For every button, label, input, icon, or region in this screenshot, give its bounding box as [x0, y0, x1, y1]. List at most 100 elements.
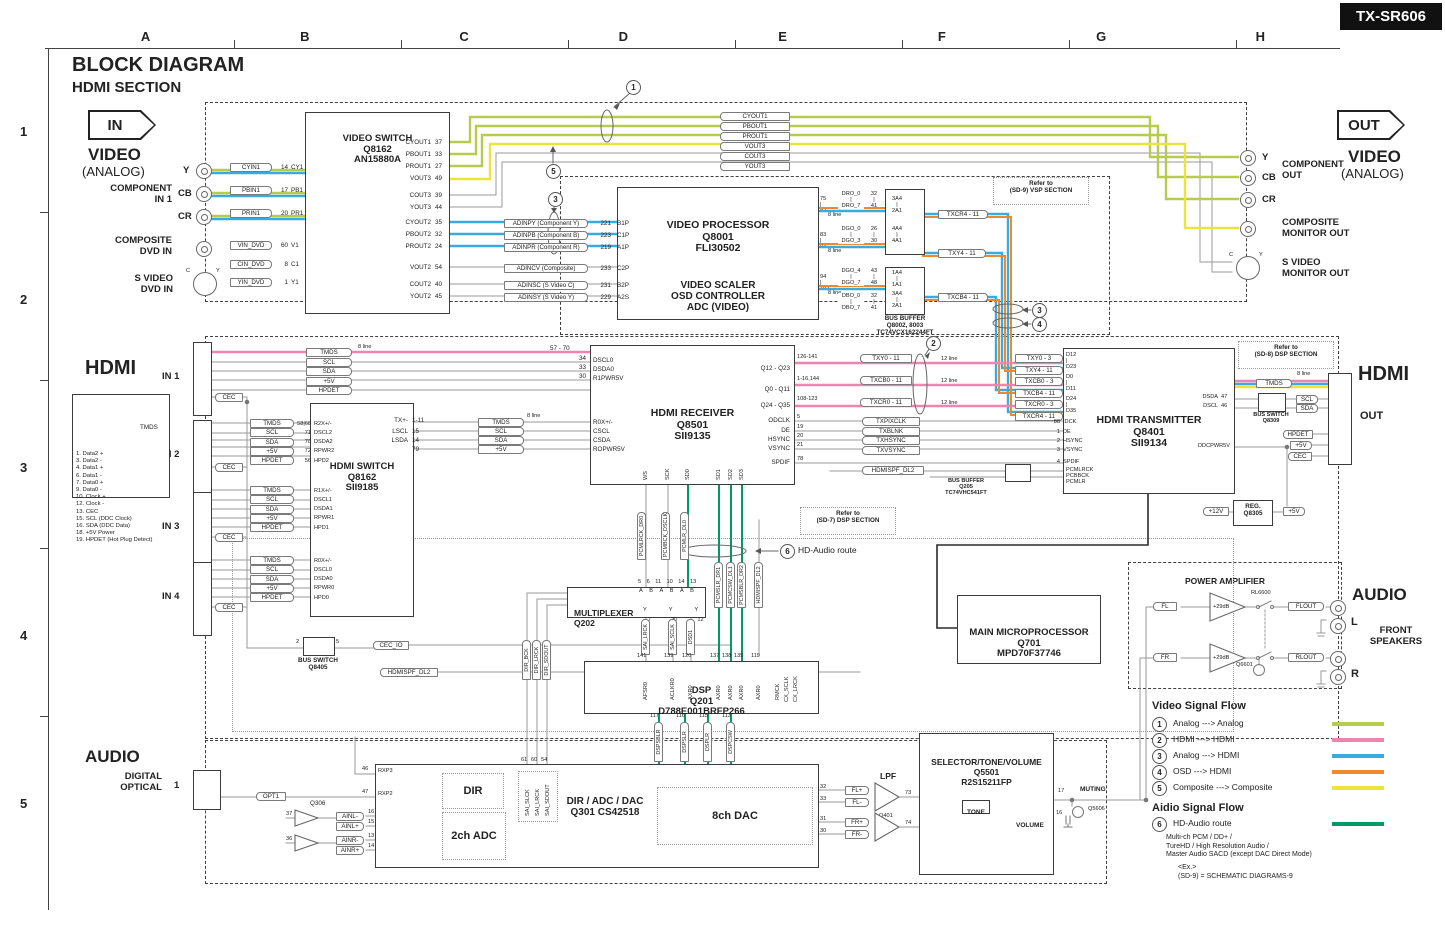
audio-out-heading: AUDIO — [1352, 585, 1407, 604]
port: C2P — [617, 264, 630, 272]
bus-switch-q8405-box — [303, 637, 335, 656]
marker-3a: 3 — [548, 192, 563, 207]
svideo-in-label: S VIDEO DVD IN — [134, 273, 173, 295]
pin-name: PCBBCK — [1066, 473, 1090, 479]
port: B — [690, 588, 694, 594]
speaker-fr-plus — [1330, 651, 1346, 667]
pin-number: 219 — [600, 243, 611, 251]
signal-flag: +5V — [250, 446, 294, 456]
audio-in-heading: AUDIO — [85, 747, 140, 766]
pin: 60 — [280, 242, 288, 249]
port: Y — [643, 607, 647, 613]
signal-flag: PBOUT1 — [720, 122, 790, 131]
pin-number: 233 — [600, 264, 611, 272]
ruler-row-label: 3 — [20, 460, 28, 475]
receiver-right-port: ODCLK — [768, 417, 790, 424]
pin-17: 17 — [1058, 788, 1065, 794]
jack-component-y-in — [196, 163, 212, 179]
receiver-port: R0X+/- — [593, 419, 613, 426]
pin-number: 39 — [435, 191, 443, 199]
opt1-flag: OPT1 — [256, 792, 286, 801]
out-arrow-label: OUT — [1348, 116, 1380, 134]
hdmi-switch-pin: TX+-1-11 — [380, 414, 424, 426]
hdmi-out-connector — [1328, 373, 1352, 465]
receiver-right-pin: 20 — [797, 433, 804, 439]
vsp-section-border — [560, 176, 1110, 335]
legend-label: HD-Audio route — [1173, 818, 1232, 829]
legend-swatch — [1332, 754, 1384, 758]
in1-port: DSCL0 — [593, 357, 614, 364]
legend-item: 5 Composite ---> Composite — [1152, 780, 1384, 796]
bus-buffer-q205-box — [1005, 464, 1031, 482]
vertical-flag: DSD1 — [686, 619, 695, 655]
receiver-right-port: Q0 - Q11 — [764, 386, 790, 393]
receiver-bottom-port: SD1 — [716, 469, 722, 480]
vertical-flag: SAI_LRCK — [641, 619, 650, 655]
q401-label: Q401 — [879, 813, 893, 819]
chip-label: 1A4 | 1A1 — [892, 270, 902, 288]
dsp-top-pin: 138 — [722, 653, 732, 659]
port: RPWR2 — [314, 448, 335, 455]
vsp-sig-pin: 43 | 48 — [870, 268, 878, 286]
pin-name: PBOUT2 — [405, 230, 431, 238]
port: B — [649, 588, 653, 594]
signal-flag: CIN_DVD — [230, 260, 272, 269]
pin-number: 6 — [646, 579, 650, 585]
tmds-bracket-label: TMDS — [140, 424, 158, 431]
hdmi-pin-notes-box: 1. Data2 +3. Data2 -4. Data1 +6. Data1 -… — [72, 394, 170, 543]
plus5v-flag: +5V — [1290, 441, 1312, 450]
plus5v-reg-flag: +5V — [1283, 507, 1305, 516]
pin-name: COUT3 — [409, 191, 431, 199]
pin-name: DE — [1063, 429, 1071, 435]
multiplexer-block: MULTIPLEXER Q202 — [567, 587, 706, 627]
tone-label: TONE — [967, 809, 985, 816]
receiver-right-pin: 5 — [797, 414, 801, 420]
multiplexer-title: MULTIPLEXER Q202 — [574, 608, 634, 628]
signal-flag: TXHSYNC — [862, 436, 920, 446]
sai-port: SAI_SLCK — [525, 789, 531, 816]
speaker-fl-minus — [1330, 618, 1346, 634]
vertical-flag: DSPLR — [703, 722, 712, 762]
q8405-pin2: 2 — [296, 639, 300, 645]
sai-pin: 60 — [531, 757, 538, 763]
dac-out-flag: FL- — [845, 798, 869, 807]
dsp-top-port: AXR0 — [756, 685, 762, 700]
hdmi-in2-connector — [193, 420, 212, 494]
eight-line-note: 8 line — [358, 344, 372, 350]
pin-name: PBOUT1 — [405, 150, 431, 158]
page-subtitle: HDMI SECTION — [72, 79, 182, 96]
pin-number: 3 — [1056, 447, 1060, 453]
rxp-pin: 46 — [362, 766, 369, 772]
signal-flag: TXCR0 - 11 — [860, 398, 912, 407]
marker-num: 3 — [1037, 306, 1042, 315]
power-amplifier-title: POWER AMPLIFIER — [1185, 576, 1265, 586]
sai-port: SAI_LRCK — [535, 788, 541, 816]
dsp-top-pin: 135 — [734, 653, 744, 659]
vertical-flag: PCMSBLR_DR2 — [737, 562, 746, 608]
note-line: 9. Data0 - — [76, 487, 102, 494]
pin-number: 44 — [435, 203, 443, 211]
ain-flag: AINR+ — [336, 846, 364, 855]
note-line: 1. Data2 + — [76, 451, 104, 457]
dac-out-flag: FL+ — [845, 786, 869, 795]
ain-flag: AINR- — [336, 836, 364, 845]
hdmi-switch-title: HDMI SWITCH Q8162 SII9185 — [329, 461, 395, 493]
note-line: 10. Clock + — [76, 494, 106, 501]
signal-flag: HPDET — [250, 523, 294, 533]
